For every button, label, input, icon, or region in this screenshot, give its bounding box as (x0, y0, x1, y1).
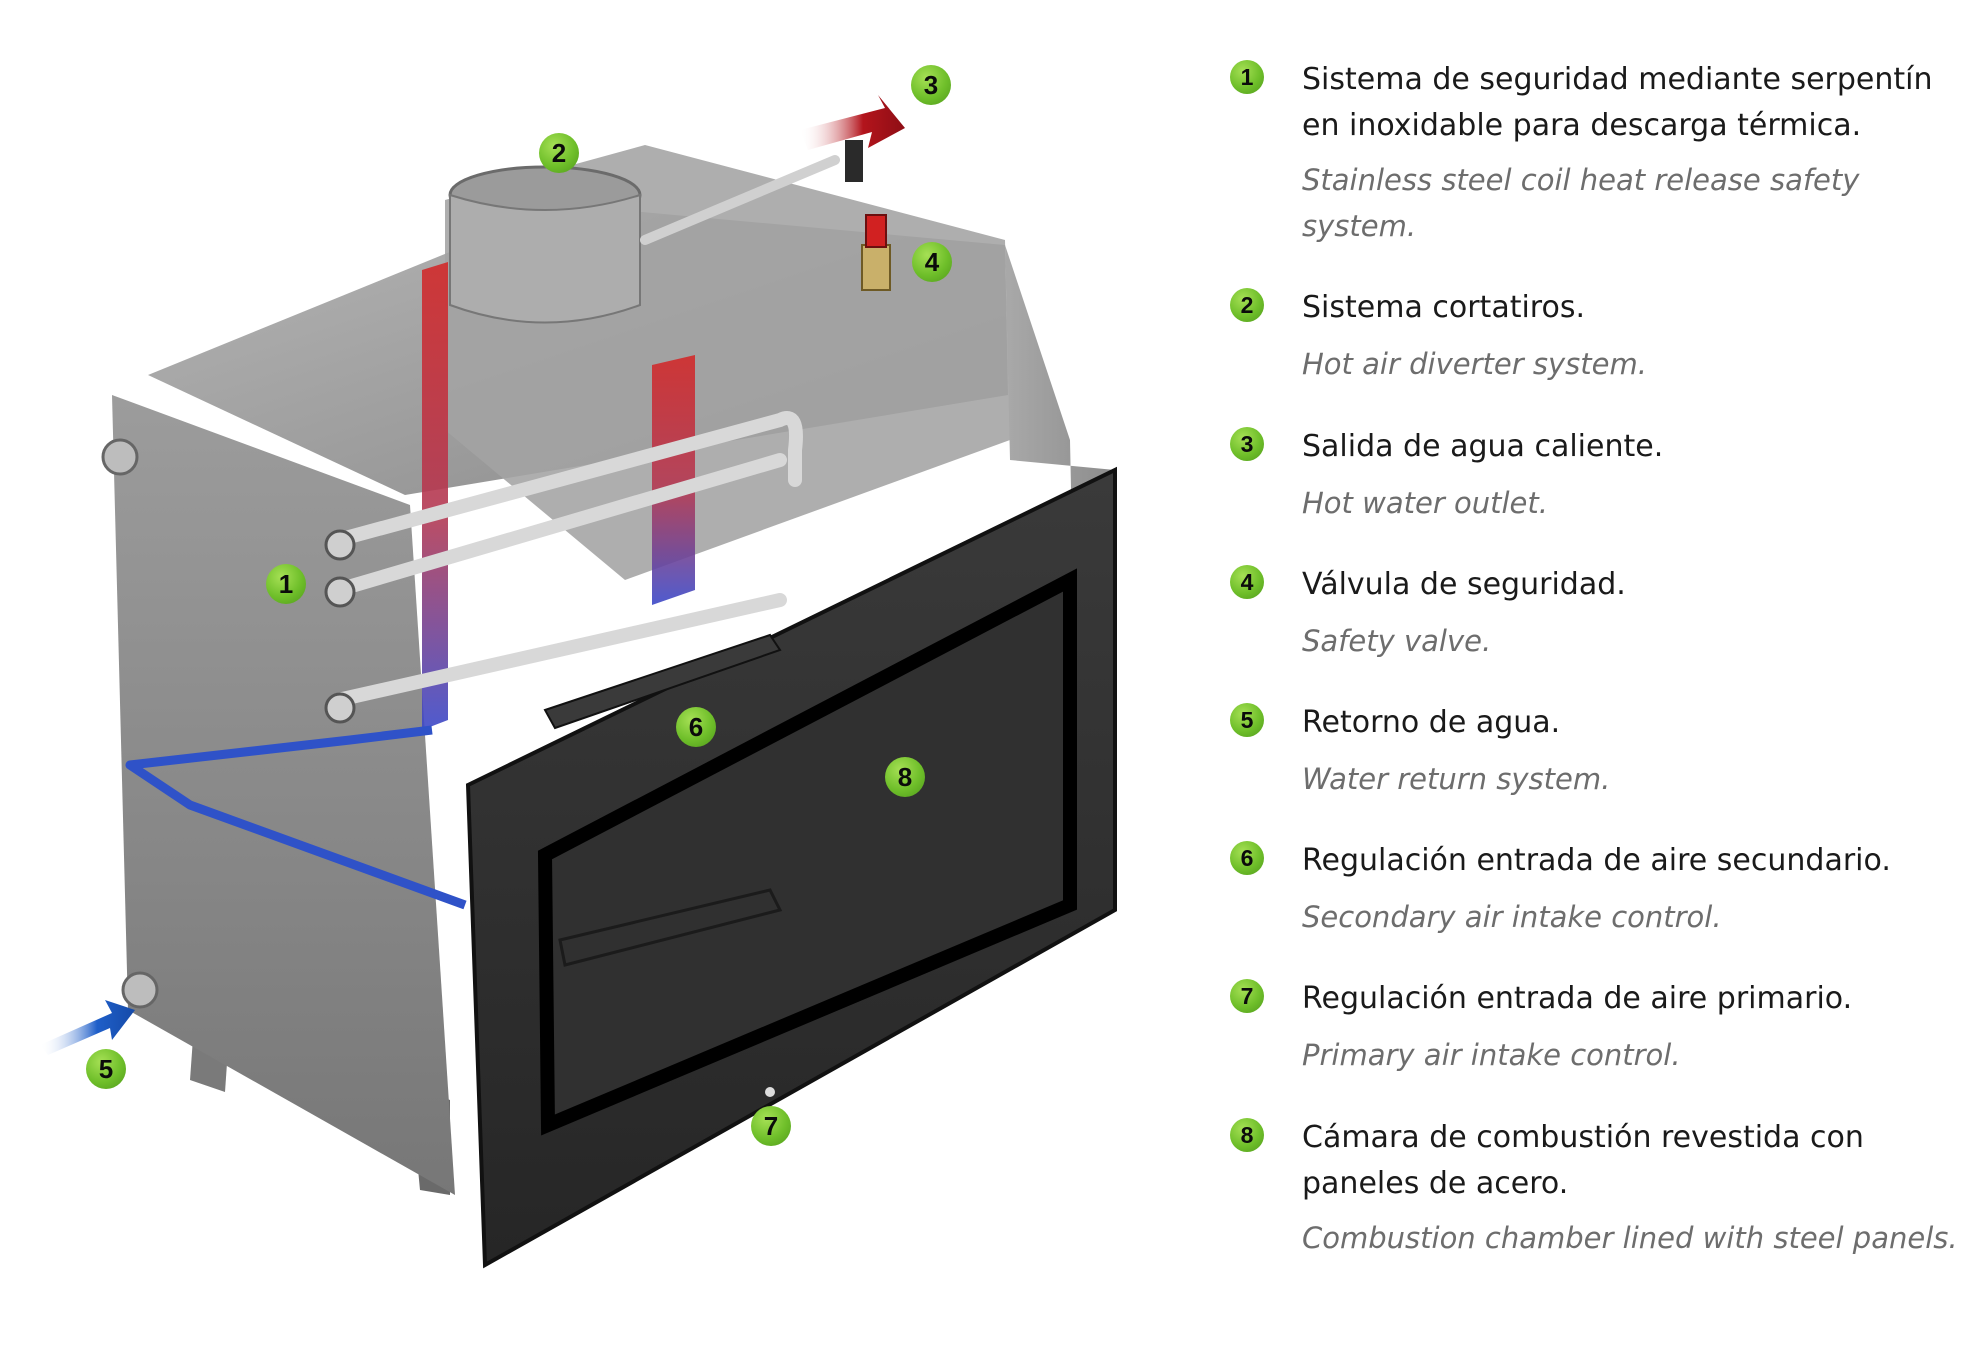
legend-text-en: Safety valve. (1302, 624, 1492, 658)
coil-inlet-upper (324, 529, 356, 561)
flue-collar-body (449, 193, 641, 324)
legend-text-en: Secondary air intake control. (1302, 900, 1722, 934)
callout-4: 4 (912, 242, 952, 282)
callout-8: 8 (885, 757, 925, 797)
legend-text-es: Cámara de combustión revestida con panel… (1302, 1120, 1864, 1201)
cold-water-channel (125, 725, 467, 910)
legend-text-en: Stainless steel coil heat release safety… (1302, 163, 1860, 243)
legend-number: 5 (1230, 703, 1264, 737)
coil-inlet-bottom (324, 692, 356, 724)
safety-coil (331, 411, 803, 707)
door-glass (537, 568, 1077, 1136)
legend-text-en: Primary air intake control. (1302, 1038, 1681, 1072)
legend-number: 3 (1230, 427, 1264, 461)
side-outlet (101, 438, 139, 476)
legend-text-en: Hot air diverter system. (1302, 347, 1647, 381)
callout-1: 1 (266, 564, 306, 604)
hot-water-channel-right (652, 355, 695, 605)
pipe-bracket (845, 140, 863, 182)
callout-2: 2 (539, 133, 579, 173)
callout-3: 3 (911, 65, 951, 105)
legend-text-es: Sistema cortatiros. (1302, 290, 1585, 325)
legend-number: 2 (1230, 288, 1264, 322)
fireplace-illustration (40, 95, 1117, 1269)
legend-text-en: Water return system. (1302, 762, 1611, 796)
water-return-pipe (121, 971, 159, 1009)
coil-inlet-lower (324, 576, 356, 608)
legend-text-es: Regulación entrada de aire primario. (1302, 981, 1853, 1016)
callout-6: 6 (676, 707, 716, 747)
legend-text-en: Hot water outlet. (1302, 486, 1548, 520)
callout-5: 5 (86, 1049, 126, 1089)
legend-text-es: Regulación entrada de aire secundario. (1302, 843, 1891, 878)
legend-number: 8 (1230, 1118, 1264, 1152)
legend-text-es: Válvula de seguridad. (1302, 567, 1626, 602)
safety-valve-cap (865, 214, 887, 248)
legend-text-es: Sistema de seguridad mediante serpentín … (1302, 62, 1933, 143)
hot-water-channel-left (422, 262, 448, 730)
primary-air-knob (765, 1087, 775, 1097)
secondary-air-slider (543, 633, 782, 730)
water-return-arrow (40, 1000, 135, 1055)
legend-text-en: Combustion chamber lined with steel pane… (1302, 1221, 1958, 1255)
legend-number: 6 (1230, 841, 1264, 875)
hot-water-outlet-arrow (800, 95, 905, 150)
hot-water-pipe (640, 155, 840, 245)
callout-7: 7 (751, 1106, 791, 1146)
safety-valve-body (861, 244, 891, 291)
legend-text-es: Salida de agua caliente. (1302, 429, 1664, 464)
legend-text-es: Retorno de agua. (1302, 705, 1561, 740)
body-left-side (112, 395, 455, 1195)
legend-number: 7 (1230, 979, 1264, 1013)
grate-lines (558, 888, 783, 967)
legend-number: 1 (1230, 60, 1264, 94)
legend: 1 Sistema de seguridad mediante serpentí… (1230, 0, 1975, 1366)
legend-number: 4 (1230, 565, 1264, 599)
